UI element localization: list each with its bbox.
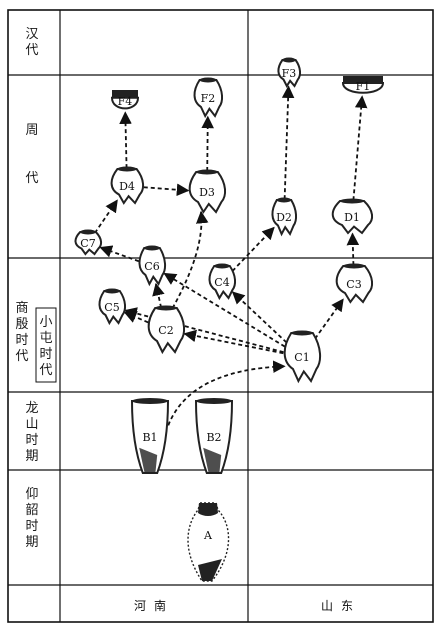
edge-C2-D3 bbox=[171, 210, 209, 309]
edge-C2-C5 bbox=[123, 311, 149, 324]
edge-B1-C1 bbox=[167, 360, 286, 426]
vessel-label-D3: D3 bbox=[199, 186, 215, 199]
vessel-label-D2: D2 bbox=[276, 211, 292, 224]
vessel-label-F1: F1 bbox=[356, 80, 371, 93]
edge-D4-F4 bbox=[119, 111, 132, 169]
vessel-C3: C3 bbox=[335, 263, 374, 304]
vessel-label-C5: C5 bbox=[104, 301, 119, 314]
diagram-frame bbox=[7, 9, 434, 623]
edge-D2-F3 bbox=[281, 85, 295, 200]
edge-C3-D1 bbox=[346, 232, 360, 266]
period-label-zhou: 周代 bbox=[25, 123, 38, 186]
vessel-D3: D3 bbox=[188, 169, 227, 214]
edge-C1-C6 bbox=[163, 272, 286, 348]
vessel-label-F2: F2 bbox=[201, 92, 216, 105]
vessel-label-F4: F4 bbox=[118, 95, 133, 108]
edge-C7-D4 bbox=[94, 199, 118, 234]
vessel-D1: D1 bbox=[331, 198, 374, 235]
vessel-label-A: A bbox=[203, 529, 213, 542]
vessel-label-C4: C4 bbox=[214, 276, 229, 289]
vessel-B1: B1 bbox=[130, 398, 170, 474]
edge-layer bbox=[94, 85, 368, 426]
vessel-C4: C4 bbox=[208, 263, 237, 301]
vessel-B2: B2 bbox=[194, 398, 234, 474]
period-label-han: 汉代 bbox=[25, 27, 38, 58]
vessel-D4: D4 bbox=[110, 166, 145, 205]
sub-period-label-xiaotun: 小屯时代 bbox=[39, 315, 52, 378]
sub-period-box bbox=[35, 307, 57, 383]
vessel-label-D4: D4 bbox=[119, 180, 135, 193]
edge-C2-C6 bbox=[152, 282, 165, 308]
vessel-label-C2: C2 bbox=[158, 324, 173, 337]
edge-D1-F1 bbox=[352, 95, 368, 201]
vessel-A: A bbox=[187, 502, 230, 582]
edge-C1-C4 bbox=[231, 291, 288, 344]
edge-D3-F2 bbox=[201, 115, 214, 172]
vessel-C6: C6 bbox=[138, 245, 167, 287]
vessel-label-B1: B1 bbox=[142, 431, 157, 444]
vessel-C7: C7 bbox=[74, 229, 103, 256]
vessel-label-C7: C7 bbox=[80, 237, 95, 250]
region-label-henan: 河南 bbox=[134, 598, 174, 613]
vessel-label-C3: C3 bbox=[346, 278, 361, 291]
vessel-label-C6: C6 bbox=[144, 260, 159, 273]
vessel-label-C1: C1 bbox=[294, 351, 309, 364]
edge-D4-D3 bbox=[143, 183, 190, 197]
period-label-shang: 商殷时代 bbox=[15, 301, 28, 364]
edge-C6-C7 bbox=[99, 245, 140, 263]
vessel-F2: F2 bbox=[193, 77, 224, 119]
vessel-C2: C2 bbox=[147, 305, 186, 355]
vessel-label-B2: B2 bbox=[206, 431, 221, 444]
edge-C1-C2 bbox=[183, 329, 284, 355]
vessel-F3: F3 bbox=[277, 57, 302, 89]
vessel-C1: C1 bbox=[283, 330, 322, 384]
region-label-shandong: 山东 bbox=[321, 599, 361, 613]
edge-C1-C3 bbox=[314, 298, 344, 340]
vessel-label-D1: D1 bbox=[344, 211, 360, 224]
period-label-yangshao: 仰韶时期 bbox=[25, 487, 38, 550]
vessel-F1: F1 bbox=[341, 76, 385, 94]
period-label-longshan: 龙山时期 bbox=[25, 401, 38, 464]
vessel-F4: F4 bbox=[110, 90, 140, 110]
vessel-C5: C5 bbox=[98, 288, 127, 326]
vessel-D2: D2 bbox=[271, 197, 298, 237]
vessel-label-F3: F3 bbox=[282, 67, 297, 80]
edge-C4-D2 bbox=[231, 226, 275, 272]
